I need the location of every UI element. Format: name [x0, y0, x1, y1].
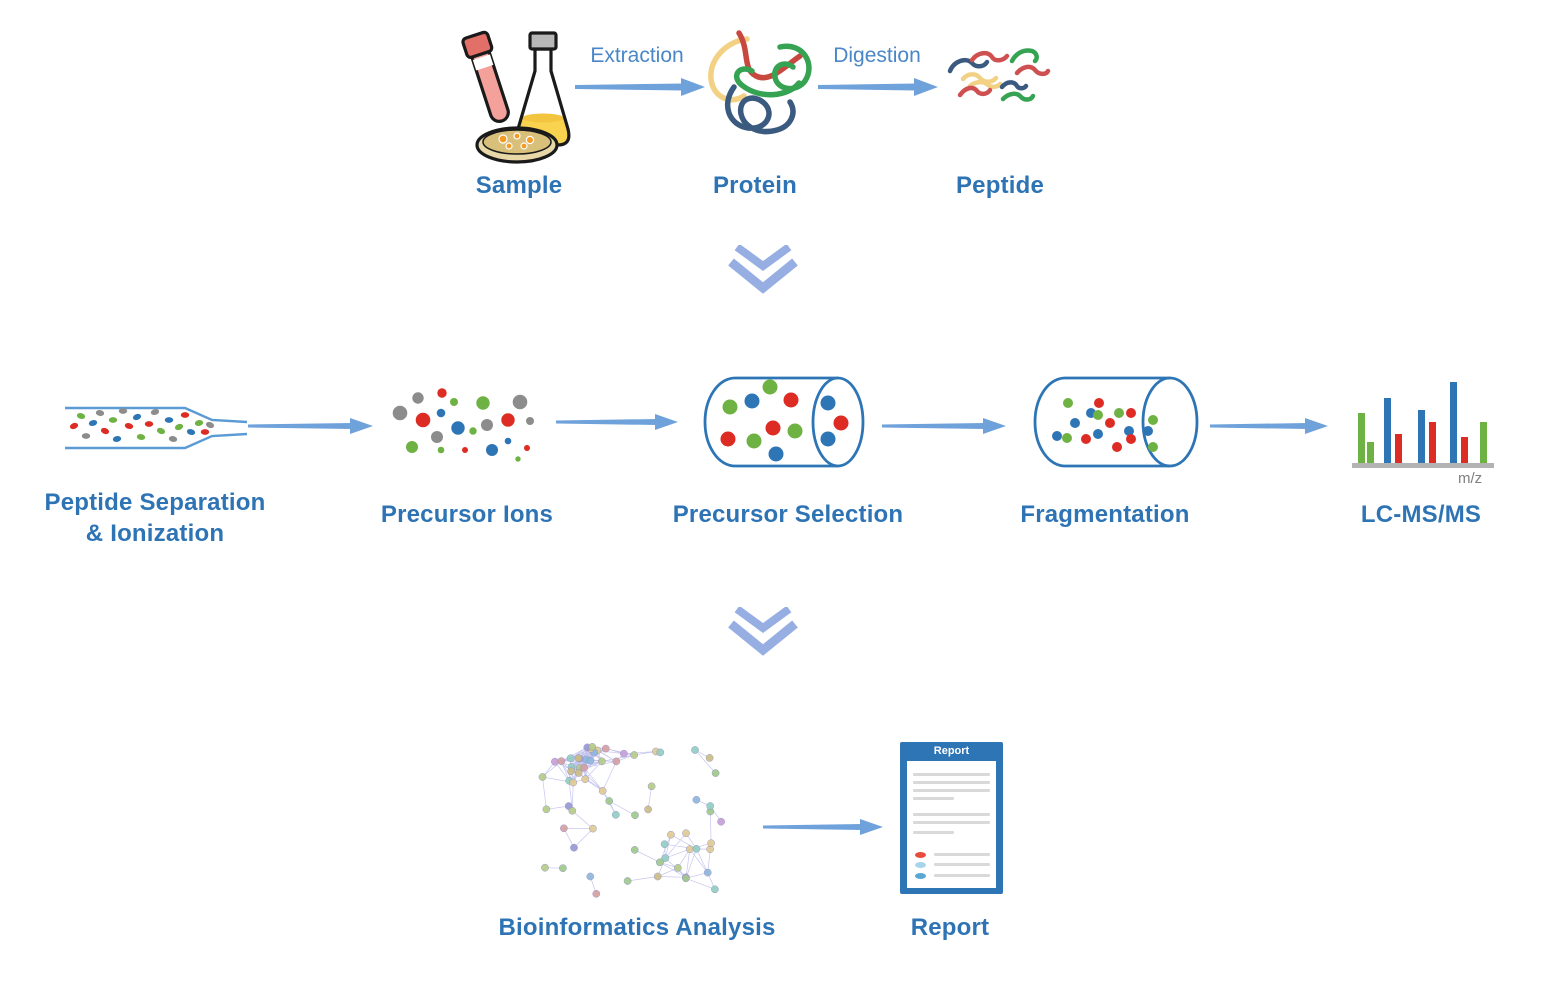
spectrum-bar	[1358, 413, 1365, 463]
peptide-separation-icon	[65, 406, 248, 450]
digestion-arrow	[818, 78, 938, 96]
bioinformatics-label: Bioinformatics Analysis	[498, 914, 776, 941]
ion-dots	[69, 408, 215, 442]
fragmentation-icon	[1033, 376, 1199, 468]
report-document-icon: Report	[900, 742, 1003, 894]
arrow-analysis-to-report	[763, 819, 883, 835]
chevron-down-icon	[728, 245, 798, 294]
digestion-arrow-label: Digestion	[833, 44, 921, 67]
spectrum-bar	[1367, 442, 1374, 463]
sample-label: Sample	[475, 172, 563, 199]
spectrum-bar	[1429, 422, 1436, 463]
protein-icon	[708, 30, 812, 135]
fragmentation-label: Fragmentation	[1020, 501, 1190, 528]
spectrum-bar	[1418, 410, 1425, 463]
peptide-separation-label-line1: Peptide Separation	[44, 489, 266, 516]
extraction-arrow	[575, 78, 705, 96]
test-tube-icon	[461, 30, 510, 123]
report-bullet-red	[915, 852, 926, 858]
arrow-selection-to-fragmentation	[882, 418, 1006, 434]
extraction-arrow-label: Extraction	[590, 44, 684, 67]
fragment-ion-dots	[1052, 398, 1158, 452]
spectrum-bar	[1461, 437, 1468, 463]
arrow-fragmentation-to-lcms	[1210, 418, 1328, 434]
report-label: Report	[910, 914, 990, 941]
petri-dish-icon	[475, 126, 559, 164]
spectrum-bars	[1352, 378, 1494, 468]
precursor-selection-icon	[703, 376, 865, 468]
protein-label: Protein	[712, 172, 798, 199]
peptide-label: Peptide	[955, 172, 1045, 199]
report-doc-page	[907, 761, 996, 888]
precursor-ions-label: Precursor Ions	[380, 501, 554, 528]
mz-axis-label: m/z	[1458, 470, 1483, 487]
report-bullet-lightblue	[915, 862, 926, 868]
peptide-separation-label-line2: & Ionization	[85, 520, 225, 547]
spectrum-bar	[1395, 434, 1402, 463]
spectrum-bar	[1384, 398, 1391, 463]
report-bullet-blue	[915, 873, 926, 879]
lcms-label: LC-MS/MS	[1360, 501, 1482, 528]
arrow-ions-to-selection	[556, 414, 678, 430]
chevron-down-icon	[728, 607, 798, 656]
peptide-separation-label: Peptide Separation & Ionization	[25, 487, 285, 549]
precursor-ions-icon	[392, 388, 534, 462]
selected-ion-dots	[720, 379, 849, 462]
network-graph-svg	[538, 743, 725, 898]
report-doc-title: Report	[933, 745, 970, 757]
spectrum-bar	[1450, 382, 1457, 463]
spectrum-bar	[1480, 422, 1487, 463]
sample-icon	[461, 30, 571, 164]
peptide-icon	[947, 48, 1051, 102]
mass-spectrum-chart	[1352, 378, 1494, 468]
spectrum-baseline	[1352, 463, 1494, 468]
precursor-selection-label: Precursor Selection	[672, 501, 904, 528]
arrow-separation-to-ions	[248, 418, 373, 434]
